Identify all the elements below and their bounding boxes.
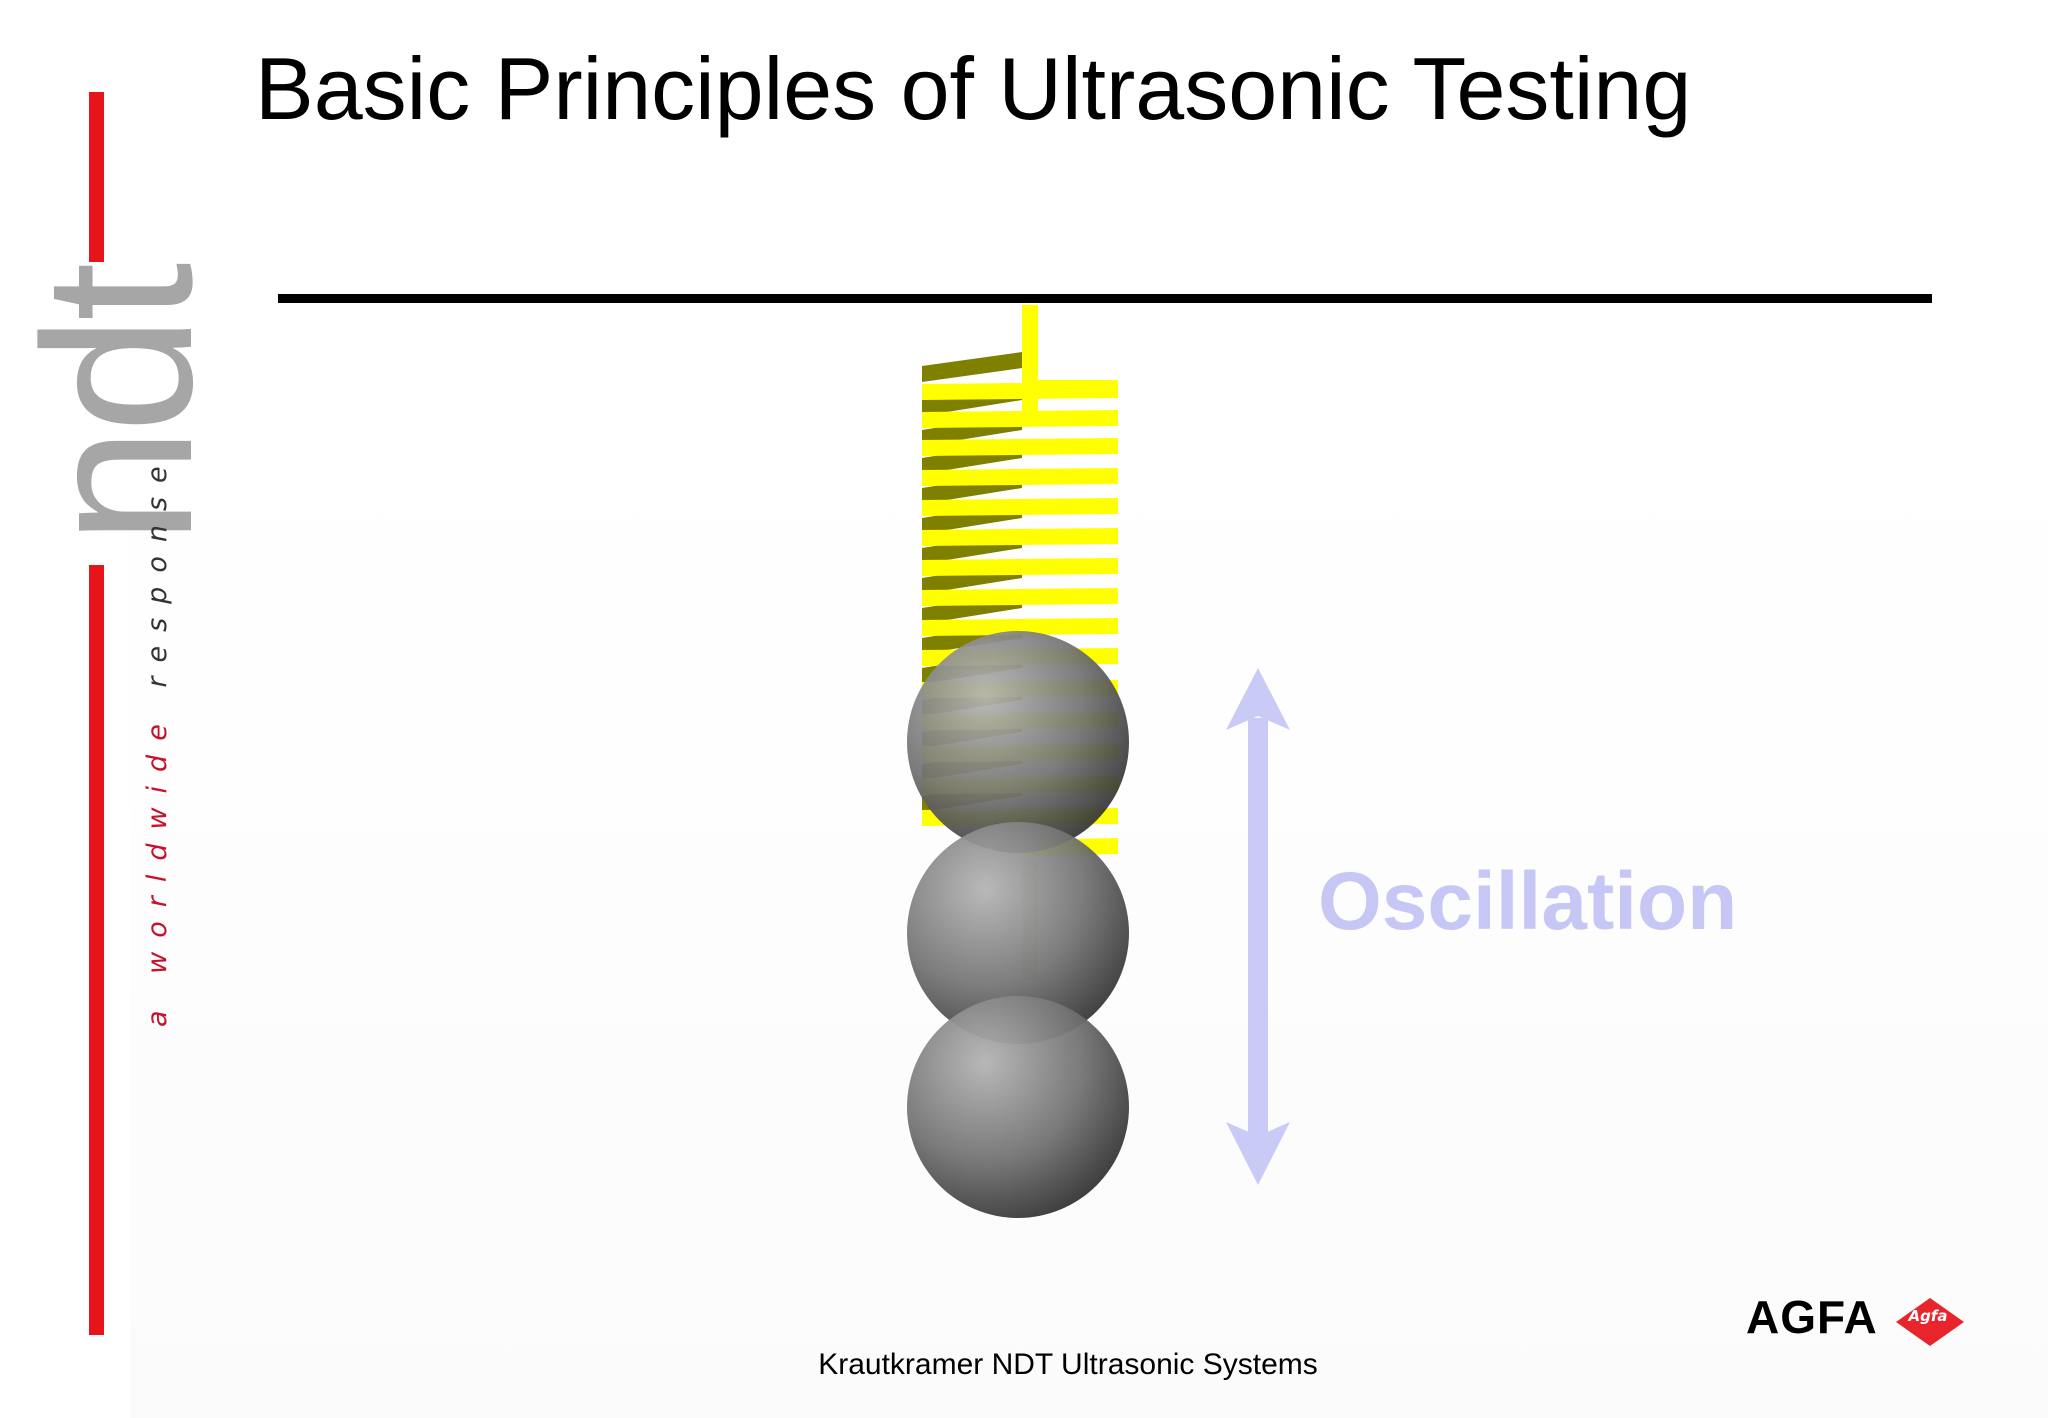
mass-ball-middle [907,822,1129,1044]
spring-coil-top [1030,380,1118,398]
mass-ball-bottom [907,996,1129,1218]
double-headed-arrow-icon [1226,668,1290,1185]
slide-title: Basic Principles of Ultrasonic Testing [255,39,1692,138]
tagline-part2: response [142,452,173,688]
brand-red-bar-top [89,92,104,262]
mass-balls [907,631,1129,1218]
slide-footer: Krautkramer NDT Ultrasonic Systems [818,1348,1318,1381]
mass-ball-top [907,631,1129,853]
agfa-wordmark: AGFA [1746,1291,1878,1343]
support-line [278,294,1932,303]
tagline-part1: a worldwide [142,710,173,1027]
oscillation-label: Oscillation [1318,856,1738,947]
ndt-logo: ndt [0,268,236,545]
brand-red-bar-bottom [89,565,104,1335]
brand-tagline: a worldwide response [142,452,173,1027]
agfa-logo-text: Agfa [1908,1307,1948,1325]
agfa-logo-icon [1896,1298,1964,1346]
